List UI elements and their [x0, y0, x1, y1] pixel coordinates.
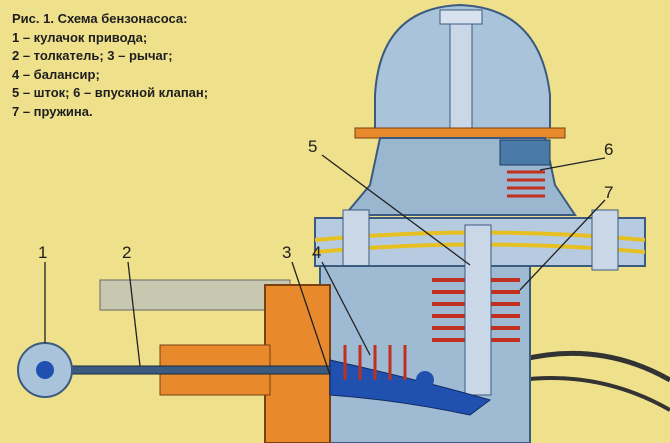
callout-7: 7 [604, 183, 613, 202]
flange-screw [591, 209, 619, 271]
mounting-bracket [99, 279, 291, 311]
balancer-pin [416, 371, 434, 389]
leader-lines [44, 154, 606, 376]
lever-spring [343, 345, 407, 380]
cam-shaft [36, 361, 54, 379]
callout-3: 3 [282, 243, 291, 262]
callout-1: 1 [38, 243, 47, 262]
valve-spring [507, 170, 545, 198]
stem [464, 224, 492, 396]
caption-line: 5 – шток; 6 – впускной клапан; [12, 85, 209, 100]
fuel-tube [519, 350, 670, 383]
inlet-valve [499, 139, 551, 166]
caption-title: Рис. 1. Схема бензонасоса: [12, 11, 188, 26]
figure-caption: Рис. 1. Схема бензонасоса: 1 – кулачок п… [12, 10, 208, 121]
callout-5: 5 [308, 137, 317, 156]
bolt-head [439, 9, 483, 25]
pushrod-housing [264, 284, 331, 443]
callout-4: 4 [312, 243, 321, 262]
pushrod [44, 365, 331, 375]
caption-line: 7 – пружина. [12, 103, 93, 119]
caption-line: 4 – балансир; [12, 66, 100, 82]
caption-line: 2 – толкатель; 3 – рычаг; [12, 48, 173, 63]
filter-plate [354, 127, 566, 139]
callout-2: 2 [122, 243, 131, 262]
lever [329, 359, 492, 416]
callout-6: 6 [604, 140, 613, 159]
fuel-tube [519, 376, 670, 412]
caption-line: 1 – кулачок привода; [12, 29, 148, 45]
